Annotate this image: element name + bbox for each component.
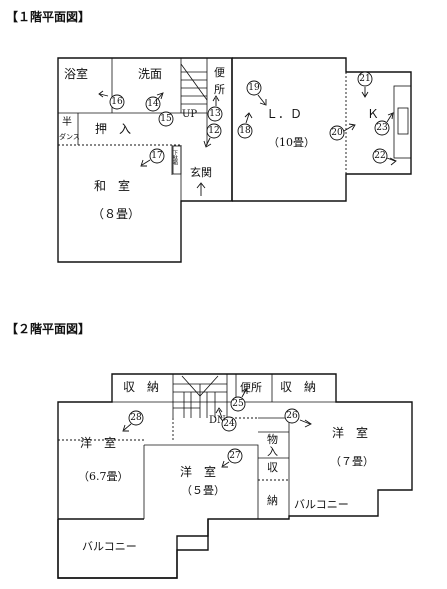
kitchen-counter: [393, 85, 412, 159]
svg-text:24: 24: [223, 419, 235, 429]
label-up: UP: [182, 109, 197, 120]
floor2-plan: [57, 373, 413, 579]
label-west-right-size: （７畳）: [330, 455, 374, 468]
marker-21: 21: [357, 71, 373, 98]
entrance-arrow: [196, 182, 206, 196]
label-shoebox: 下駄箱: [172, 150, 178, 166]
label-tatami: 和 室: [94, 178, 130, 193]
floor1-plan: [57, 57, 412, 263]
marker-12: 12: [203, 123, 222, 148]
label-storage-v-2: 納: [267, 494, 278, 507]
label-half-2: ダンス: [59, 132, 80, 141]
label-ld-size: （10畳）: [268, 136, 315, 149]
label-west-right: 洋 室: [332, 425, 368, 440]
svg-text:28: 28: [130, 413, 142, 423]
label-toilet-2: 所: [214, 83, 225, 96]
label-storage-v-1: 収: [267, 461, 278, 474]
floor1-markers: 16 14 15 13 12 18 19 20: [98, 71, 397, 167]
svg-text:19: 19: [248, 83, 260, 93]
label-balcony-bottom: バルコニー: [82, 540, 137, 553]
svg-text:27: 27: [229, 451, 241, 461]
label-monoire-2: 入: [267, 445, 278, 458]
svg-text:25: 25: [232, 399, 244, 409]
label-wash: 洗面: [138, 67, 162, 81]
marker-27: 27: [221, 448, 243, 468]
label-toilet-2f: 便所: [240, 381, 262, 394]
svg-text:13: 13: [209, 109, 221, 119]
label-dn: DN: [209, 415, 226, 426]
marker-13: 13: [207, 95, 223, 122]
marker-16: 16: [98, 90, 125, 110]
svg-text:26: 26: [286, 411, 298, 421]
floor2-stairs: [173, 375, 227, 418]
label-entrance: 玄関: [190, 165, 212, 179]
marker-17: 17: [140, 148, 165, 167]
floor1-stairs: [180, 63, 208, 105]
svg-text:22: 22: [374, 151, 385, 161]
label-kitchen: Ｋ: [367, 107, 379, 121]
svg-text:23: 23: [376, 123, 388, 133]
label-storage-right: 収 納: [280, 380, 316, 394]
marker-18: 18: [237, 112, 253, 139]
svg-text:12: 12: [208, 126, 219, 136]
label-west-mid-size: （５畳）: [181, 484, 225, 497]
label-ld: Ｌ．Ｄ: [266, 107, 302, 121]
shoebox: [172, 145, 182, 175]
marker-25: 25: [230, 388, 248, 412]
marker-20: 20: [329, 123, 356, 141]
label-balcony-right: バルコニー: [294, 498, 349, 511]
marker-19: 19: [246, 80, 267, 106]
svg-text:15: 15: [160, 114, 172, 124]
marker-26: 26: [284, 408, 312, 428]
label-west-mid: 洋 室: [180, 464, 216, 479]
label-west-left: 洋 室: [80, 435, 116, 450]
marker-24: 24: [215, 407, 237, 432]
svg-text:16: 16: [111, 97, 123, 107]
label-toilet-1: 便: [214, 66, 225, 79]
marker-28: 28: [122, 410, 144, 432]
floor2-markers: 28 25 24 26 27: [122, 388, 312, 468]
label-half-1: 半: [62, 115, 72, 128]
marker-23: 23: [374, 112, 394, 136]
label-bath: 浴室: [64, 66, 88, 81]
kitchen-sink: [397, 107, 409, 135]
marker-15: 15: [158, 111, 174, 127]
floor2-title: 【２階平面図】: [6, 321, 90, 336]
svg-text:17: 17: [151, 151, 163, 161]
svg-text:14: 14: [147, 99, 159, 109]
svg-text:20: 20: [331, 128, 343, 138]
marker-14: 14: [145, 92, 164, 112]
floor1-title: 【１階平面図】: [6, 9, 90, 24]
label-west-left-size: （6.7畳）: [78, 470, 129, 483]
svg-text:21: 21: [359, 74, 370, 84]
label-closet: 押 入: [95, 122, 131, 136]
label-monoire-1: 物: [267, 432, 278, 446]
svg-text:18: 18: [239, 126, 251, 136]
marker-22: 22: [372, 148, 397, 166]
label-storage-left: 収 納: [123, 380, 159, 394]
label-tatami-size: （８畳）: [92, 207, 140, 221]
